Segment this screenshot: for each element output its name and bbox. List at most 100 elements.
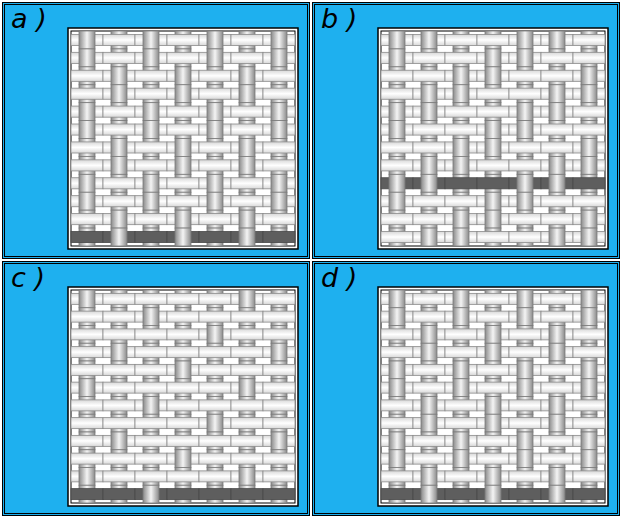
warp-thread xyxy=(485,485,501,503)
warp-thread xyxy=(175,450,191,468)
weft-thread xyxy=(71,329,103,340)
fabric-ground xyxy=(381,31,605,246)
warp-thread xyxy=(581,139,597,157)
weft-thread xyxy=(135,88,167,99)
warp-thread xyxy=(111,85,127,103)
warp-thread xyxy=(517,31,533,49)
weft-thread xyxy=(445,52,477,63)
warp-thread xyxy=(207,103,223,121)
warp-thread xyxy=(389,450,405,468)
weft-thread xyxy=(477,311,509,322)
warp-thread xyxy=(549,156,565,174)
warp-thread xyxy=(581,361,597,379)
weft-thread xyxy=(167,124,199,135)
warp-thread xyxy=(271,49,287,67)
warp-thread xyxy=(581,85,597,103)
warp-thread xyxy=(175,228,191,246)
weft-thread xyxy=(541,214,573,225)
weft-thread xyxy=(477,382,509,393)
warp-thread xyxy=(143,485,159,503)
fabric-frame xyxy=(378,28,608,249)
weft-thread xyxy=(477,453,509,464)
weft-thread xyxy=(263,70,295,81)
panel-letter: a ) xyxy=(11,3,47,34)
weft-thread xyxy=(477,88,509,99)
warp-thread xyxy=(79,121,95,139)
weft-thread xyxy=(231,489,263,500)
weft-thread xyxy=(199,214,231,225)
weft-thread xyxy=(199,382,231,393)
weft-thread xyxy=(541,311,573,322)
weave-illustration xyxy=(5,5,307,256)
warp-thread xyxy=(175,67,191,85)
weft-thread xyxy=(541,124,573,135)
warp-thread xyxy=(421,414,437,432)
panel-letter: c ) xyxy=(11,262,45,293)
weft-thread xyxy=(167,382,199,393)
weave-illustration xyxy=(5,264,307,513)
fabric-ground xyxy=(71,31,295,246)
weft-thread xyxy=(71,160,103,171)
weft-thread xyxy=(135,382,167,393)
warp-thread xyxy=(111,139,127,157)
warp-thread xyxy=(517,192,533,210)
warp-thread xyxy=(389,49,405,67)
warp-thread xyxy=(143,308,159,326)
warp-thread xyxy=(485,49,501,67)
weft-thread xyxy=(231,311,263,322)
warp-thread xyxy=(453,290,469,308)
warp-thread xyxy=(389,308,405,326)
warp-thread xyxy=(207,414,223,432)
weft-thread xyxy=(573,178,605,189)
weft-thread xyxy=(541,70,573,81)
warp-thread xyxy=(389,192,405,210)
warp-thread xyxy=(517,379,533,397)
warp-thread xyxy=(79,290,95,308)
weft-thread xyxy=(71,435,103,446)
warp-thread xyxy=(485,139,501,157)
weft-thread xyxy=(573,471,605,482)
warp-thread xyxy=(207,49,223,67)
weft-thread xyxy=(509,400,541,411)
warp-thread xyxy=(111,67,127,85)
weft-thread xyxy=(71,418,103,429)
warp-thread xyxy=(389,121,405,139)
weft-thread xyxy=(263,88,295,99)
warp-thread xyxy=(207,121,223,139)
weft-thread xyxy=(445,124,477,135)
warp-thread xyxy=(239,228,255,246)
weft-thread xyxy=(263,418,295,429)
fabric-ground xyxy=(381,290,605,503)
warp-thread xyxy=(549,485,565,503)
warp-thread xyxy=(485,343,501,361)
warp-thread xyxy=(581,67,597,85)
weft-thread xyxy=(199,489,231,500)
warp-thread xyxy=(453,210,469,228)
weft-thread xyxy=(103,178,135,189)
weft-thread xyxy=(199,88,231,99)
weft-thread xyxy=(573,196,605,207)
weft-thread xyxy=(167,489,199,500)
weft-thread xyxy=(71,400,103,411)
warp-thread xyxy=(549,174,565,192)
weave-pattern xyxy=(71,31,295,246)
warp-thread xyxy=(271,103,287,121)
weft-thread xyxy=(263,293,295,304)
weft-thread xyxy=(103,489,135,500)
weft-thread xyxy=(477,293,509,304)
weft-thread xyxy=(445,196,477,207)
warp-thread xyxy=(581,450,597,468)
weft-thread xyxy=(445,34,477,45)
weft-thread xyxy=(573,124,605,135)
warp-thread xyxy=(421,156,437,174)
warp-thread xyxy=(549,31,565,49)
weft-thread xyxy=(573,347,605,358)
warp-thread xyxy=(271,432,287,450)
weft-thread xyxy=(103,329,135,340)
warp-thread xyxy=(111,156,127,174)
weft-thread xyxy=(103,418,135,429)
warp-thread xyxy=(581,308,597,326)
weft-thread xyxy=(167,293,199,304)
weft-thread xyxy=(413,293,445,304)
warp-thread xyxy=(271,31,287,49)
